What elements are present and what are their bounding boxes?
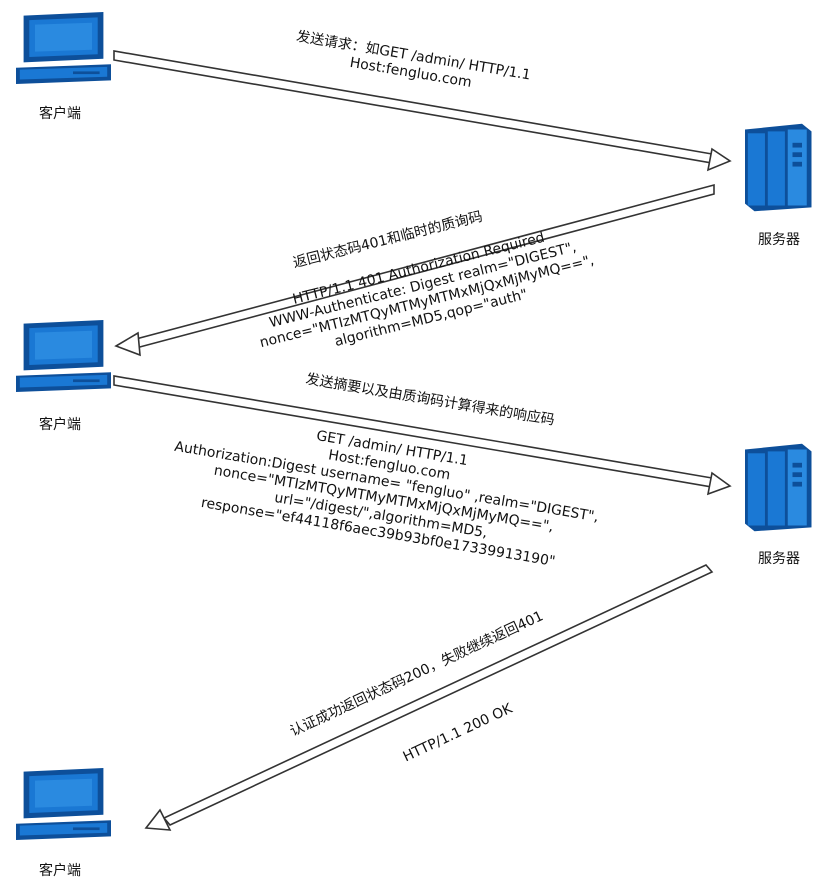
server-icon-1 xyxy=(745,123,812,212)
server-icon-2 xyxy=(745,443,812,532)
arrow-200-response xyxy=(144,564,714,831)
client-label-2: 客户端 xyxy=(39,417,81,433)
client-computer-icon-3 xyxy=(16,768,112,840)
client-label-3: 客户端 xyxy=(39,863,81,879)
client-computer-icon-2 xyxy=(16,320,112,392)
arrow-request xyxy=(113,50,732,172)
client-label-1: 客户端 xyxy=(39,106,81,122)
server-label-2: 服务器 xyxy=(758,551,800,567)
client-computer-icon-1 xyxy=(16,12,112,84)
arrow-401-response xyxy=(114,183,715,357)
arrow-digest-request xyxy=(113,375,732,496)
server-label-1: 服务器 xyxy=(758,232,800,248)
